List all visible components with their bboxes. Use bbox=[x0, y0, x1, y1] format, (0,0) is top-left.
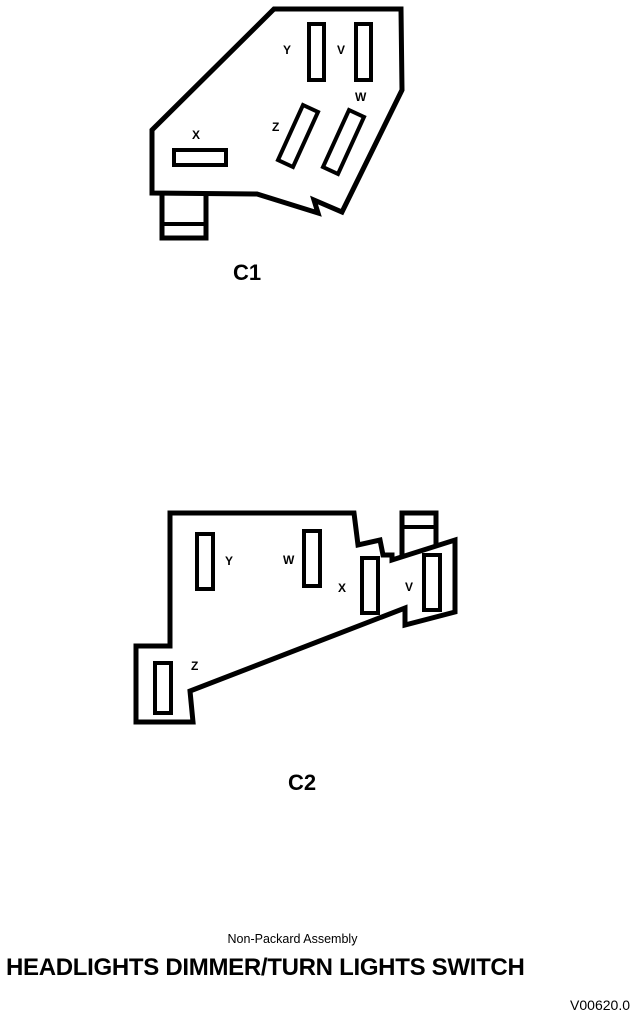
c1-pin-label-y: Y bbox=[283, 43, 291, 57]
c2-pin-label-v: V bbox=[405, 580, 413, 594]
c1-pin-label-x: X bbox=[192, 128, 200, 142]
c1-terminal-x bbox=[172, 148, 228, 167]
figure-code: V00620.0 bbox=[570, 997, 630, 1013]
c1-pin-label-v: V bbox=[337, 43, 345, 57]
connector-c2: Y W X V Z C2 bbox=[133, 510, 458, 795]
c1-terminal-v bbox=[354, 22, 373, 82]
c2-terminal-w bbox=[302, 529, 322, 588]
c1-label: C1 bbox=[233, 260, 261, 285]
c2-pin-label-w: W bbox=[283, 553, 295, 567]
c2-terminal-z bbox=[153, 661, 173, 715]
c2-terminal-v bbox=[422, 553, 442, 612]
c1-terminal-y bbox=[307, 22, 326, 82]
c1-pin-label-w: W bbox=[355, 90, 367, 104]
diagram-title: HEADLIGHTS DIMMER/TURN LIGHTS SWITCH bbox=[6, 954, 525, 981]
c1-terminal-w bbox=[320, 107, 367, 177]
c2-terminal-y bbox=[195, 532, 215, 591]
diagram-subtitle: Non-Packard Assembly bbox=[227, 932, 358, 946]
c2-label: C2 bbox=[288, 770, 316, 795]
c1-pin-label-z: Z bbox=[272, 120, 279, 134]
c1-terminal-z bbox=[275, 102, 321, 170]
c2-pin-label-z: Z bbox=[191, 659, 198, 673]
c1-latch bbox=[159, 190, 209, 241]
c2-pin-label-y: Y bbox=[225, 554, 233, 568]
c2-pin-label-x: X bbox=[338, 581, 346, 595]
c2-terminal-x bbox=[360, 556, 380, 615]
connector-c1: Y V W Z X C1 bbox=[149, 6, 405, 285]
